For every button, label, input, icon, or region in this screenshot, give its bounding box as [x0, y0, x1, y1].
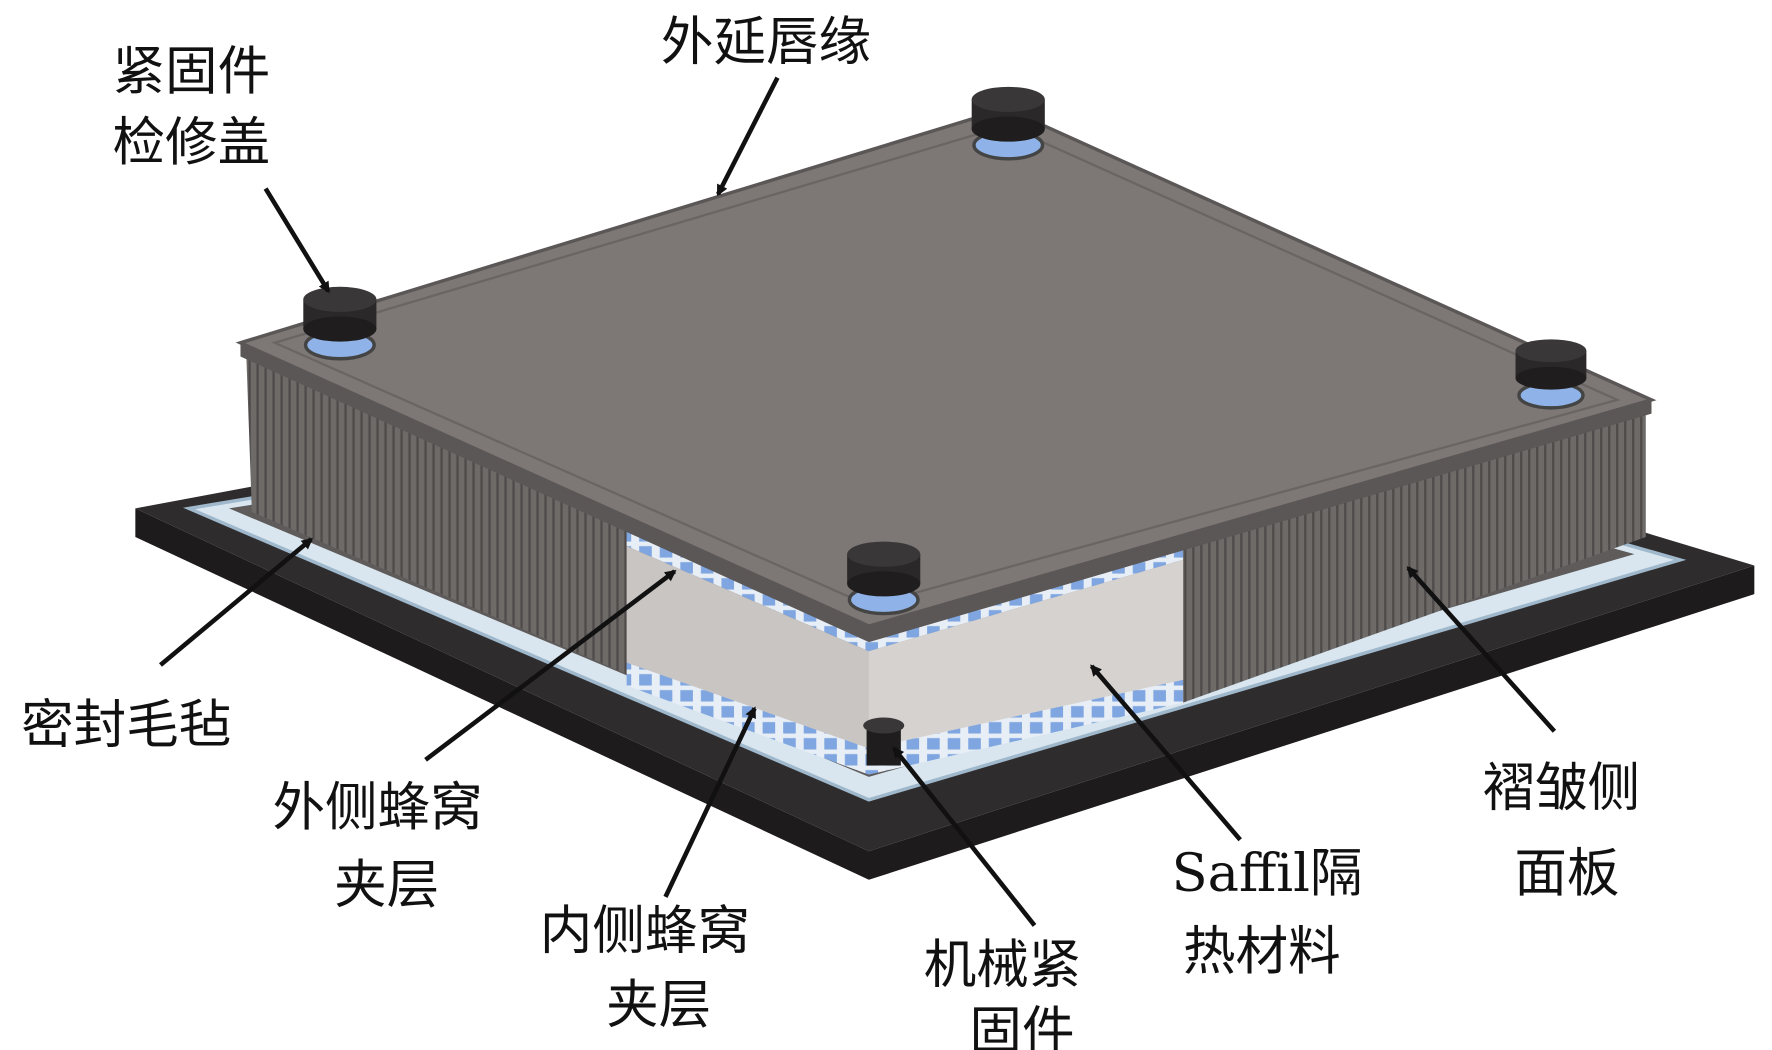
cutaway-section	[626, 519, 1184, 775]
arrow-seal-felt	[159, 537, 314, 667]
corrugated-side-panel-right	[1183, 409, 1646, 703]
arrow-lip	[716, 76, 780, 197]
label-side-panel-2: 面板	[1514, 843, 1619, 904]
fastener-cap-right	[1515, 339, 1587, 410]
label-outer-honeycomb-1: 外侧蜂窝	[272, 777, 482, 838]
label-outer-honeycomb-2: 夹层	[334, 855, 439, 916]
saffil-front-face	[868, 559, 1184, 772]
inner-honeycomb-layer	[626, 662, 1184, 775]
corrugated-side-panel-left	[246, 351, 627, 675]
fastener-cap-front	[847, 541, 921, 616]
label-mech-fastener-1: 机械紧	[924, 935, 1082, 996]
arrow-mech-fastener	[892, 746, 1037, 927]
arrow-inner-honeycomb	[663, 706, 757, 898]
arrow-fastener-cover	[263, 187, 331, 294]
label-saffil-2: 热材料	[1183, 921, 1341, 982]
label-fastener-cover-2: 检修盖	[112, 112, 270, 173]
label-inner-honeycomb-1: 内侧蜂窝	[540, 900, 750, 961]
label-saffil-1: Saffil隔	[1172, 843, 1363, 904]
leader-arrows	[159, 76, 1557, 927]
labels: 紧固件 检修盖 外延唇缘 密封毛毡 外侧蜂窝 夹层 内侧蜂窝 夹层 机械紧 固件…	[21, 11, 1640, 1050]
label-seal-felt: 密封毛毡	[21, 695, 231, 756]
fastener-cap-back	[971, 86, 1045, 161]
top-plate	[235, 106, 1657, 643]
mechanical-fastener	[863, 717, 905, 766]
label-side-panel-1: 褶皱侧	[1482, 757, 1640, 818]
label-lip: 外延唇缘	[661, 11, 871, 72]
arrow-saffil	[1089, 664, 1242, 842]
arrow-outer-honeycomb	[424, 569, 677, 762]
label-inner-honeycomb-2: 夹层	[606, 975, 711, 1036]
label-fastener-cover-1: 紧固件	[112, 41, 270, 102]
arrow-side-panel	[1406, 566, 1557, 733]
fastener-caps	[303, 86, 1587, 766]
fastener-cap-left	[303, 286, 377, 361]
label-mech-fastener-2: 固件	[969, 1001, 1074, 1050]
